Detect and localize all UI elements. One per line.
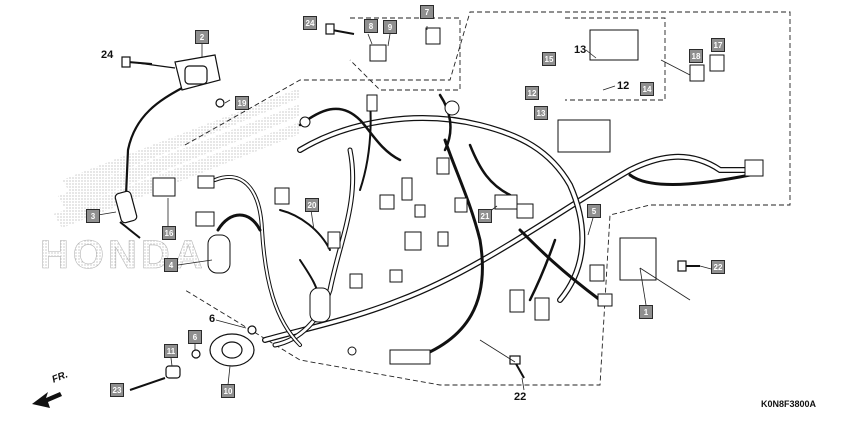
callout-12: 12	[525, 86, 539, 100]
callout-3: 3	[86, 209, 100, 223]
callout-7: 7	[420, 5, 434, 19]
label-13: 13	[574, 44, 587, 56]
leader-lines	[97, 26, 716, 391]
brand-watermark: HONDA	[40, 88, 300, 277]
callout-9: 9	[383, 20, 397, 34]
drawing-code: K0N8F3800A	[760, 399, 816, 409]
direction-arrow	[32, 392, 62, 408]
callout-15: 15	[542, 52, 556, 66]
callout-23: 23	[110, 383, 124, 397]
callout-14: 14	[640, 82, 654, 96]
callout-8: 8	[364, 19, 378, 33]
callout-20: 20	[305, 198, 319, 212]
callout-6: 6	[188, 330, 202, 344]
callout-2: 2	[195, 30, 209, 44]
ignition-coil-assembly	[114, 54, 225, 239]
label-22: 22	[514, 391, 527, 403]
callout-18: 18	[689, 49, 703, 63]
callout-24: 24	[303, 16, 317, 30]
label-12: 12	[617, 80, 630, 92]
bolts	[121, 23, 700, 379]
callout-16: 16	[162, 226, 176, 240]
callout-5: 5	[587, 204, 601, 218]
main-harness	[213, 93, 763, 362]
callout-19: 19	[235, 96, 249, 110]
callout-4: 4	[164, 258, 178, 272]
callout-17: 17	[711, 38, 725, 52]
callout-22: 22	[711, 260, 725, 274]
callout-10: 10	[221, 384, 235, 398]
label-6: 6	[209, 313, 216, 325]
callout-1: 1	[639, 305, 653, 319]
label-24: 24	[101, 49, 114, 61]
svg-text:HONDA: HONDA	[40, 233, 207, 277]
connectors	[152, 27, 764, 365]
callout-21: 21	[478, 209, 492, 223]
sensor-unit	[129, 325, 257, 391]
callout-13: 13	[534, 106, 548, 120]
callout-11: 11	[164, 344, 178, 358]
